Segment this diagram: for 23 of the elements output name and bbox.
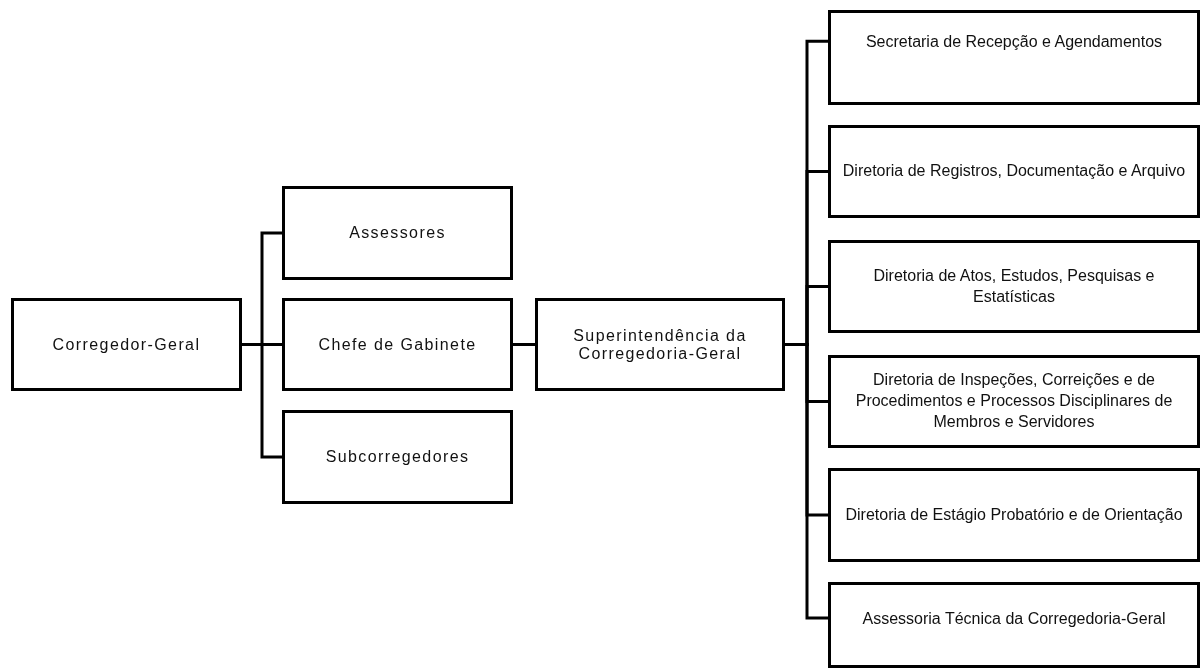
org-box <box>828 10 1200 105</box>
box-label: Secretaria de Recepção e Agendamentos <box>864 32 1164 53</box>
box-label: Subcorregedores <box>324 448 471 466</box>
box-label: Chefe de Gabinete <box>317 335 478 354</box>
org-box <box>282 298 513 391</box>
org-box <box>282 186 513 280</box>
box-label: Diretoria de Atos, Estudos, Pesquisas e Estatísticas <box>872 265 1156 307</box>
org-box <box>11 298 242 391</box>
box-label: Diretoria de Estágio Probatório e de Orientação <box>844 504 1184 525</box>
org-box <box>828 582 1200 668</box>
box-label: Assessores <box>348 224 447 242</box>
box-label: Superintendência da Corregedoria-Geral <box>572 326 748 363</box>
org-box <box>282 410 513 504</box>
org-box <box>828 125 1200 218</box>
org-box <box>828 468 1200 562</box>
box-label: Diretoria de Registros, Documentação e Arquivo <box>841 161 1187 182</box>
org-box <box>828 355 1200 448</box>
org-box <box>535 298 785 391</box>
box-label: Diretoria de Inspeções, Correições e de Procedimentos e Processos Disciplinares de Membros e Servidores <box>854 370 1174 432</box>
org-box <box>828 240 1200 333</box>
box-label: Corregedor-Geral <box>51 335 202 354</box>
connector-line <box>513 343 535 346</box>
box-label: Assessoria Técnica da Corregedoria-Geral <box>861 609 1167 630</box>
